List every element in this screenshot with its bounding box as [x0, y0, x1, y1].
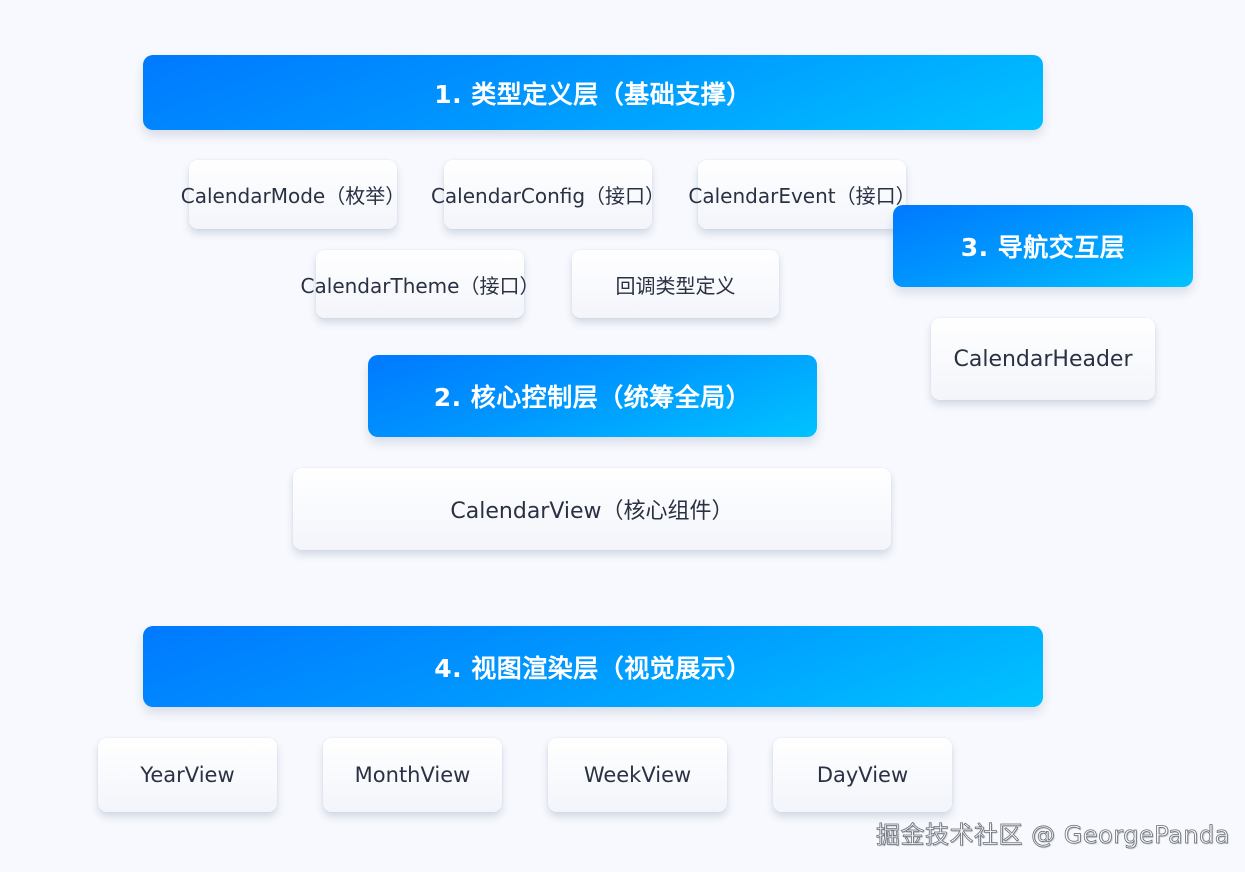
card-label: CalendarView（核心组件）: [450, 499, 734, 524]
card-week-view: WeekView: [548, 738, 727, 812]
card-year-view: YearView: [98, 738, 277, 812]
layer-3-title: 3. 导航交互层: [960, 233, 1126, 262]
card-calendar-event: CalendarEvent（接口）: [688, 160, 916, 229]
card-label: CalendarTheme（接口）: [300, 273, 540, 298]
layer-2-header: 2. 核心控制层（统筹全局）: [368, 355, 817, 437]
card-label: DayView: [816, 763, 909, 787]
card-label: 回调类型定义: [615, 273, 736, 298]
layer-2-title: 2. 核心控制层（统筹全局）: [433, 383, 752, 412]
card-callback-types: 回调类型定义: [572, 250, 779, 318]
layer-1-header: 1. 类型定义层（基础支撑）: [143, 55, 1043, 130]
card-calendar-mode: CalendarMode（枚举）: [181, 160, 405, 229]
card-day-view: DayView: [773, 738, 952, 812]
card-calendar-header: CalendarHeader: [931, 318, 1155, 400]
card-label: CalendarConfig（接口）: [430, 184, 666, 208]
card-label: MonthView: [354, 763, 471, 787]
card-label: CalendarMode（枚举）: [180, 184, 406, 208]
card-month-view: MonthView: [323, 738, 502, 812]
layer-4-title: 4. 视图渲染层（视觉展示）: [434, 653, 752, 683]
layer-4-header: 4. 视图渲染层（视觉展示）: [143, 626, 1043, 707]
watermark: 掘金技术社区 @ GeorgePanda: [876, 821, 1231, 850]
card-label: CalendarEvent（接口）: [688, 184, 916, 208]
card-calendar-theme: CalendarTheme（接口）: [301, 250, 539, 318]
card-label: CalendarHeader: [953, 346, 1133, 372]
layer-3-header: 3. 导航交互层: [893, 205, 1193, 287]
card-calendar-config: CalendarConfig（接口）: [431, 160, 665, 229]
layer-1-title: 1. 类型定义层（基础支撑）: [434, 79, 752, 109]
card-label: WeekView: [583, 763, 692, 787]
card-label: YearView: [140, 763, 235, 787]
card-calendar-view: CalendarView（核心组件）: [293, 468, 891, 550]
